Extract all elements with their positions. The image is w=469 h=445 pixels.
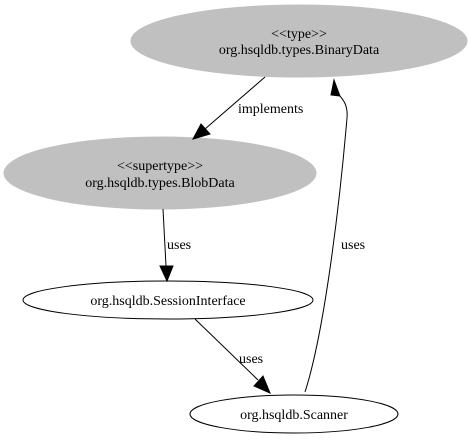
node-sessioninterface-label: org.hsqldb.SessionInterface: [90, 294, 245, 309]
node-binarydata-shape: [130, 4, 468, 78]
edge-scanner-uses-arrowhead: [330, 78, 341, 97]
node-blobdata-label: org.hsqldb.types.BlobData: [85, 176, 235, 191]
edge-session-uses-label: uses: [239, 352, 263, 367]
edge-blobdata-uses: uses: [159, 208, 191, 283]
edge-scanner-uses-line: [304, 93, 348, 393]
node-binarydata-label: org.hsqldb.types.BinaryData: [219, 43, 380, 58]
edge-implements: implements: [191, 76, 303, 140]
node-scanner-label: org.hsqldb.Scanner: [240, 408, 348, 423]
edge-scanner-uses: uses: [304, 78, 365, 393]
edge-session-uses-arrowhead: [253, 375, 271, 394]
node-scanner[interactable]: org.hsqldb.Scanner: [189, 394, 399, 434]
edge-implements-arrowhead: [191, 123, 211, 140]
edge-session-uses: uses: [194, 318, 271, 394]
node-blobdata-shape: [3, 136, 317, 210]
edge-implements-line: [204, 76, 266, 130]
node-blobdata[interactable]: <<supertype>> org.hsqldb.types.BlobData: [3, 136, 317, 210]
node-sessioninterface[interactable]: org.hsqldb.SessionInterface: [22, 280, 314, 320]
node-binarydata-stereotype: <<type>>: [271, 27, 327, 42]
edge-blobdata-uses-line: [162, 208, 167, 267]
edge-session-uses-line: [194, 318, 259, 381]
node-scanner-shape: [189, 394, 399, 434]
node-blobdata-stereotype: <<supertype>>: [117, 159, 203, 174]
edge-blobdata-uses-label: uses: [167, 238, 191, 253]
edge-implements-label: implements: [238, 102, 303, 117]
edge-blobdata-uses-arrowhead: [159, 265, 174, 283]
edge-scanner-uses-label: uses: [341, 238, 365, 253]
node-sessioninterface-shape: [22, 280, 314, 320]
node-binarydata[interactable]: <<type>> org.hsqldb.types.BinaryData: [130, 4, 468, 78]
